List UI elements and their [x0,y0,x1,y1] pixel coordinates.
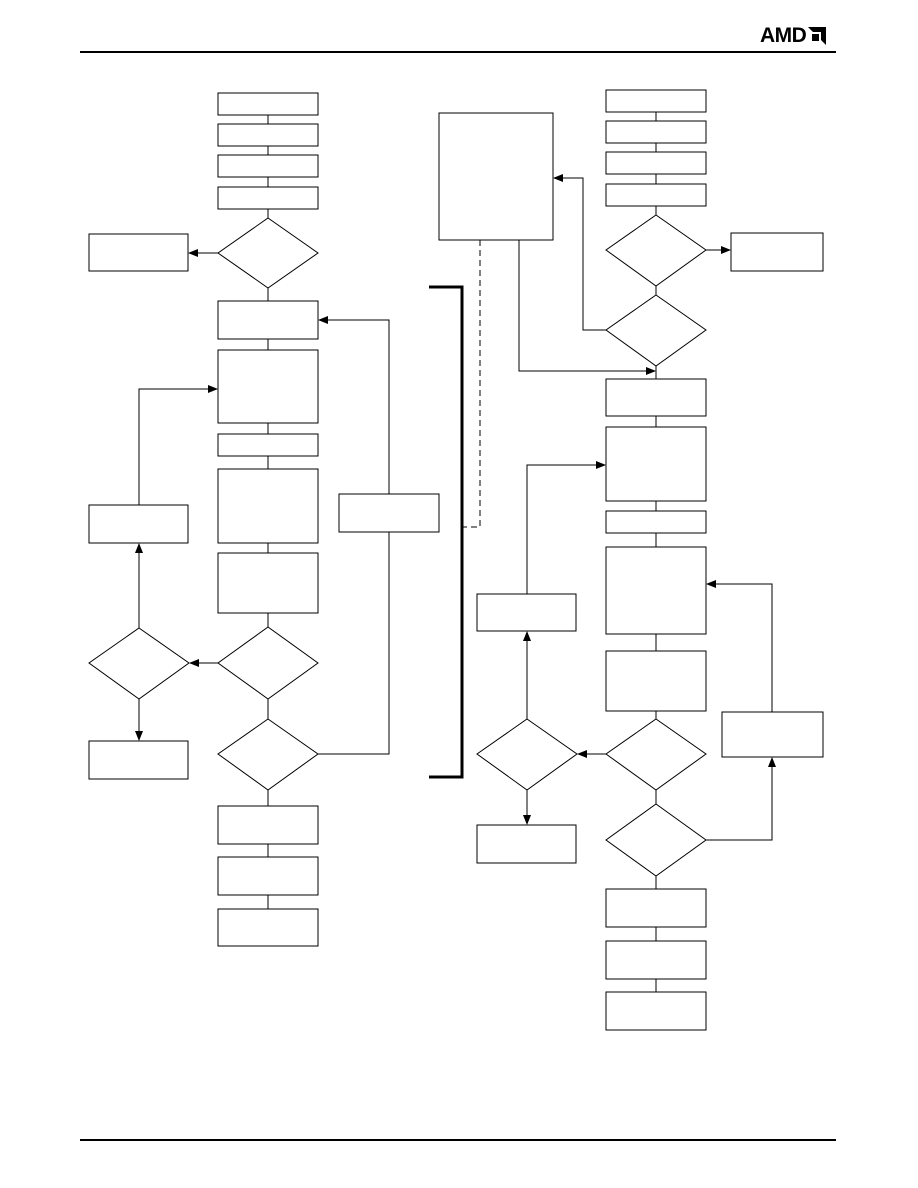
left-arrow-side2-to-step6 [138,385,218,505]
note-box [438,112,554,241]
left-decision-4 [217,718,319,791]
right-decision-3 [605,718,707,791]
right-arrow-dec2-to-note [553,174,606,331]
footer-rule [80,1139,836,1141]
right-arrow-dec5-to-loop [706,757,776,841]
left-step-10 [217,805,319,845]
right-step-8 [605,546,707,635]
right-step-12 [605,991,707,1031]
left-decision-1 [217,217,319,289]
right-step-3 [605,151,707,175]
left-step-8 [217,468,319,544]
right-loop-box [721,711,824,758]
left-step-2 [217,123,319,147]
left-step-5 [217,300,319,340]
right-step-6 [605,426,707,502]
bracket [429,285,464,779]
right-step-11 [605,940,707,980]
left-side-box-2 [88,504,189,544]
right-arrow-loop-to-step8 [706,580,773,712]
right-side-box-1 [730,232,824,272]
left-decision-3 [88,627,190,700]
left-step-9 [217,552,319,614]
header-rule [80,51,836,53]
left-step-12 [217,908,319,947]
right-decision-4 [476,718,578,791]
left-step-6 [217,349,319,424]
right-side-box-3 [476,824,577,864]
right-step-4 [605,183,707,207]
right-step-5 [605,378,707,417]
left-loop-upper [318,316,390,494]
right-arrow-side2-to-step6 [526,461,606,594]
left-side-box-3 [88,740,189,780]
right-step-7 [605,510,707,534]
right-decision-1 [605,214,707,287]
right-step-2 [605,120,707,144]
left-loop-box [338,493,440,533]
left-loop-lower [318,532,390,755]
right-step-9 [605,650,707,712]
left-side-box-1 [88,233,189,272]
amd-arrow-logo-icon [808,27,827,45]
right-step-1 [605,89,707,113]
left-step-4 [217,186,319,210]
right-step-10 [605,888,707,928]
amd-logo: AMD [760,24,827,48]
left-step-7 [217,433,319,457]
left-decision-2 [217,626,319,700]
left-step-11 [217,856,319,896]
left-step-3 [217,154,319,178]
right-decision-5 [605,803,707,877]
right-side-box-2 [476,593,577,632]
left-step-1 [217,92,319,116]
right-decision-2 [605,294,707,367]
logo-text: AMD [760,24,807,47]
dashed-callout [462,240,481,528]
right-arrow-note-to-spine [518,240,656,375]
